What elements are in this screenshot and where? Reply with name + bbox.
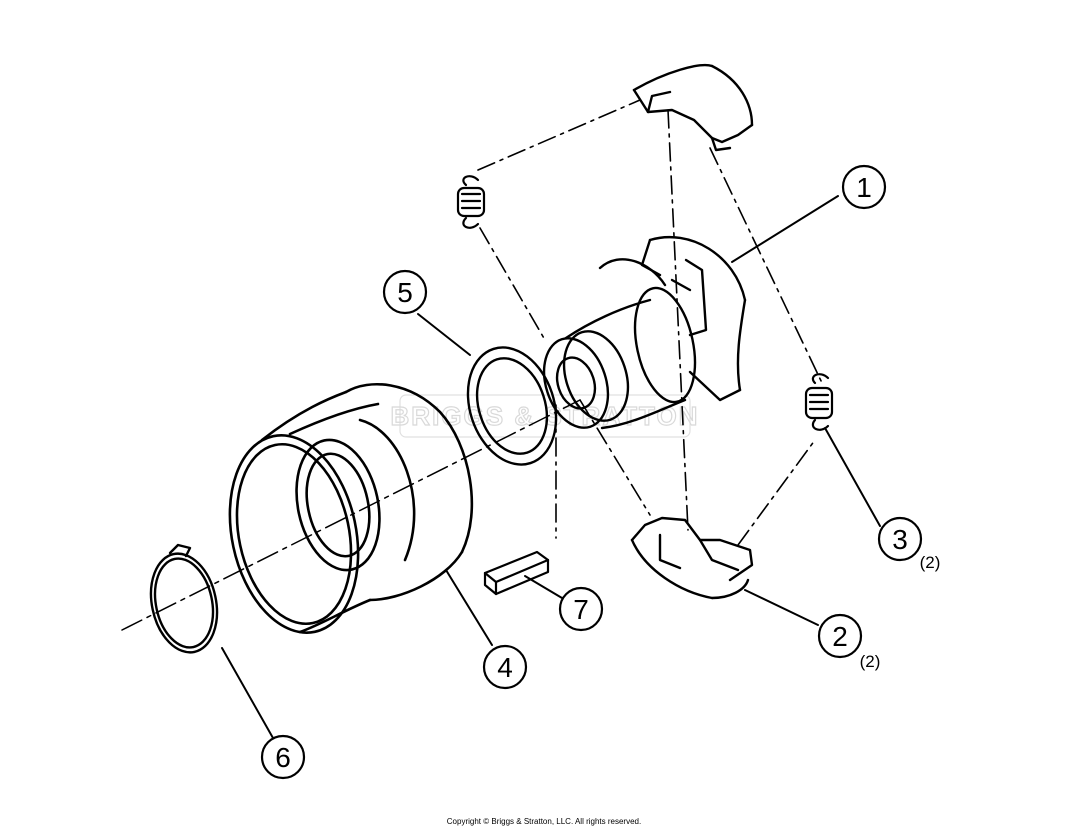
callout-7: 7 (558, 586, 604, 632)
part-3-spring-upper (456, 175, 486, 229)
part-5-washer (466, 346, 558, 466)
callout-6: 6 (260, 734, 306, 780)
part-6-retaining-ring (149, 543, 219, 654)
callout-5: 5 (382, 269, 428, 315)
copyright-notice: Copyright © Briggs & Stratton, LLC. All … (446, 817, 642, 826)
part-3-spring-lower (804, 373, 834, 431)
part-7-key (483, 550, 550, 596)
callout-3-number: 3 (892, 524, 908, 555)
callout-5-number: 5 (397, 277, 413, 308)
callout-7-number: 7 (573, 594, 589, 625)
axis-center-line (121, 399, 581, 631)
callout-2-number: 2 (832, 621, 848, 652)
part-1-hub (542, 235, 747, 430)
assembly-lines (477, 99, 824, 546)
callout-4-number: 4 (497, 652, 513, 683)
callout-6-number: 6 (275, 742, 291, 773)
leader-lines (221, 195, 881, 739)
callout-2: 2 (2) (817, 613, 881, 671)
part-2-shoe-upper (632, 64, 754, 152)
callout-1-number: 1 (856, 172, 872, 203)
part-2-shoe-lower (630, 516, 754, 600)
callout-2-quantity: (2) (860, 652, 881, 671)
callout-4: 4 (482, 644, 528, 690)
callout-3-quantity: (2) (920, 553, 941, 572)
callout-3: 3 (2) (877, 516, 941, 572)
callout-1: 1 (841, 164, 887, 210)
part-4-housing (228, 382, 474, 634)
